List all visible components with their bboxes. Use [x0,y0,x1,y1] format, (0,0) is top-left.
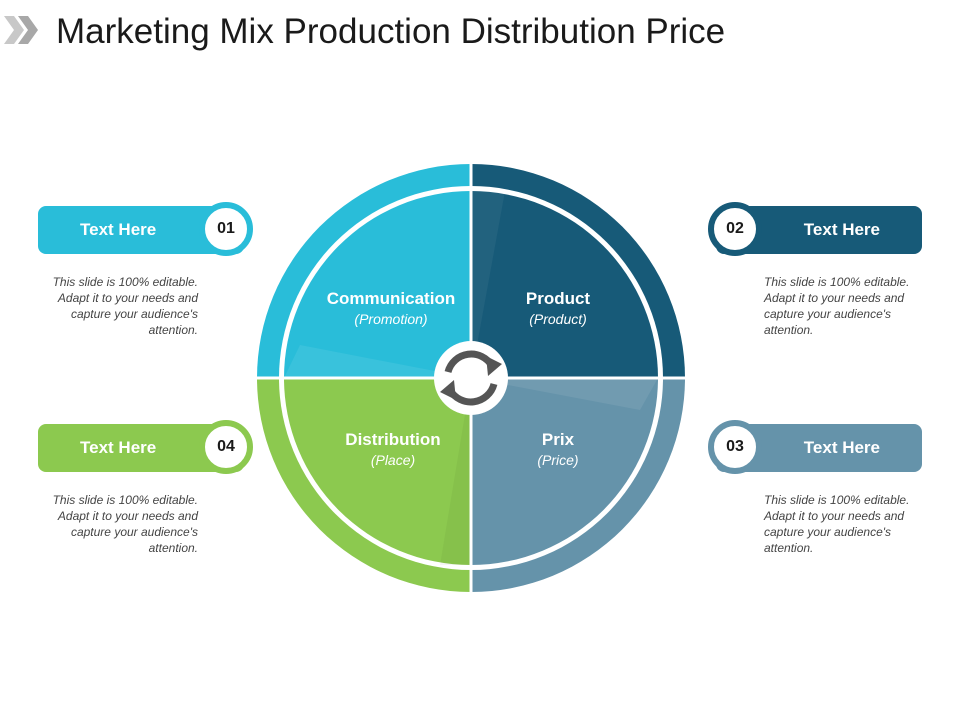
prix-subtitle: (Price) [537,452,579,468]
quadrant-label-prix: Prix (Price) [468,429,648,469]
callout-desc-03: This slide is 100% editable. Adapt it to… [764,493,910,555]
distribution-title: Distribution [345,430,441,449]
double-chevron-right-icon [4,16,38,44]
callout-label-03: Text Here [803,438,880,457]
callout-desc-04: This slide is 100% editable. Adapt it to… [52,493,198,555]
callout-badge-03: 03 [708,420,762,474]
callout-desc-02: This slide is 100% editable. Adapt it to… [764,275,910,337]
communication-subtitle: (Promotion) [354,311,428,327]
product-subtitle: (Product) [529,311,587,327]
callout-badge-02: 02 [708,202,762,256]
quadrant-product [471,191,658,378]
quadrant-label-distribution: Distribution (Place) [303,429,483,469]
product-title: Product [525,289,591,308]
page-title: Marketing Mix Production Distribution Pr… [56,12,726,51]
callout-badge-01: 01 [199,202,253,256]
communication-title: Communication [326,289,456,308]
prix-title: Prix [541,430,575,449]
quadrant-communication [284,191,471,378]
callout-label-04: Text Here [80,438,157,457]
quadrant-label-product: Product (Product) [468,288,648,328]
callout-desc-01: This slide is 100% editable. Adapt it to… [52,275,198,337]
callout-badge-04: 04 [199,420,253,474]
callout-label-01: Text Here [80,220,157,239]
quadrant-distribution [284,378,471,565]
quadrant-label-communication: Communication (Promotion) [301,288,481,328]
callout-label-02: Text Here [803,220,880,239]
distribution-subtitle: (Place) [370,452,416,468]
quadrant-prix [471,378,658,565]
